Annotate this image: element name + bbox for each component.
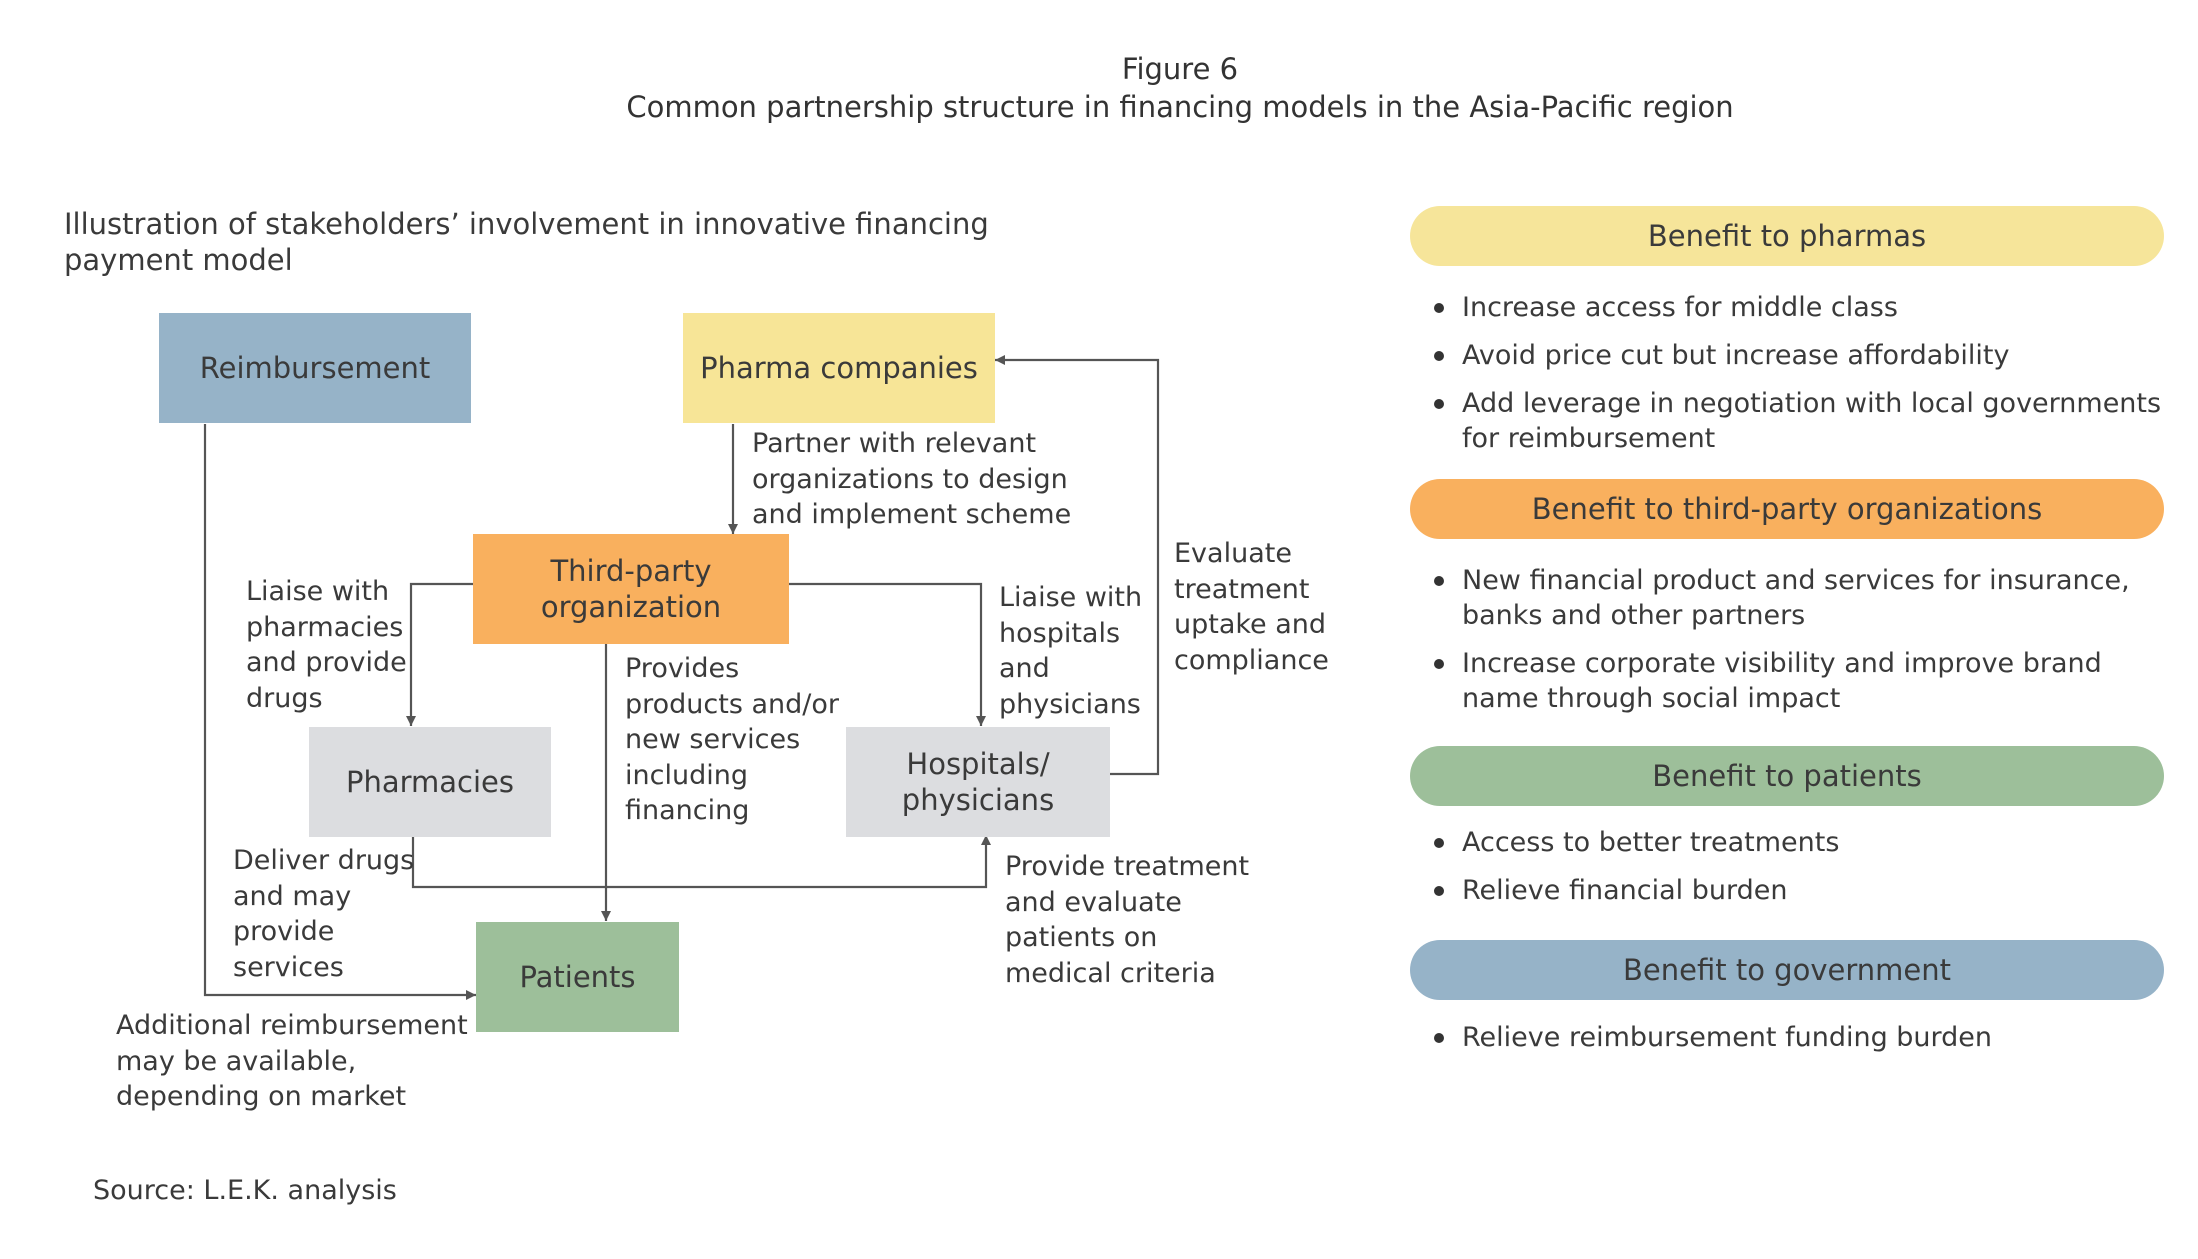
benefit-pharmas-list: Increase access for middle class Avoid p… bbox=[1434, 290, 2174, 469]
node-third-party-organization: Third-party organization bbox=[473, 534, 789, 644]
benefit-patients-header: Benefit to patients bbox=[1410, 746, 2164, 806]
figure-title: Common partnership structure in financin… bbox=[626, 90, 1734, 124]
note-additional-reimbursement: Additional reimbursement may be availabl… bbox=[116, 1010, 468, 1112]
benefit-patients-title: Benefit to patients bbox=[1652, 759, 1922, 793]
benefit-government-title: Benefit to government bbox=[1623, 953, 1951, 987]
connector-hospitals-pharma bbox=[995, 355, 1160, 776]
benefit-third-party-list: New financial product and services for i… bbox=[1434, 563, 2174, 729]
node-pharma-companies: Pharma companies bbox=[683, 313, 995, 423]
benefit-patients-list: Access to better treatments Relieve fina… bbox=[1434, 825, 2174, 921]
node-patients: Patients bbox=[476, 922, 679, 1032]
figure-number: Figure 6 bbox=[1121, 52, 1239, 86]
benefit-pharmas-title: Benefit to pharmas bbox=[1647, 219, 1927, 253]
note-deliver-drugs: Deliver drugs and may provide services bbox=[233, 845, 415, 983]
node-reimbursement: Reimbursement bbox=[159, 313, 471, 423]
note-provides: Provides products and/or new services in… bbox=[625, 653, 840, 826]
connector-pharmacies-hospitals bbox=[411, 835, 991, 889]
list-item: Relieve financial burden bbox=[1434, 873, 2174, 908]
list-item: Add leverage in negotiation with local g… bbox=[1434, 386, 2174, 456]
list-item: New financial product and services for i… bbox=[1434, 563, 2174, 633]
connector-thirdparty-hospitals bbox=[789, 582, 986, 726]
node-reimbursement-label: Reimbursement bbox=[199, 351, 431, 385]
node-hospitals-physicians: Hospitals/ physicians bbox=[846, 727, 1110, 837]
node-patients-label: Patients bbox=[519, 960, 636, 994]
benefit-third-party-header: Benefit to third-party organizations bbox=[1410, 479, 2164, 539]
node-hospitals-label: Hospitals/ physicians bbox=[901, 747, 1055, 817]
note-liaise-hospitals: Liaise with hospitals and physicians bbox=[999, 582, 1143, 720]
diagram-subtitle: Illustration of stakeholders’ involvemen… bbox=[64, 207, 989, 277]
list-item: Access to better treatments bbox=[1434, 825, 2174, 860]
node-third-party-label: Third-party organization bbox=[540, 554, 722, 624]
node-pharma-companies-label: Pharma companies bbox=[700, 351, 978, 385]
node-pharmacies-label: Pharmacies bbox=[345, 765, 515, 799]
note-evaluate: Evaluate treatment uptake and compliance bbox=[1174, 538, 1329, 676]
node-pharmacies: Pharmacies bbox=[309, 727, 551, 837]
benefit-government-list: Relieve reimbursement funding burden bbox=[1434, 1020, 2174, 1068]
list-item: Increase corporate visibility and improv… bbox=[1434, 646, 2174, 716]
benefit-government-header: Benefit to government bbox=[1410, 940, 2164, 1000]
list-item: Increase access for middle class bbox=[1434, 290, 2174, 325]
note-provide-treatment: Provide treatment and evaluate patients … bbox=[1005, 851, 1250, 989]
source-note: Source: L.E.K. analysis bbox=[93, 1175, 397, 1206]
connector-thirdparty-pharmacies bbox=[406, 582, 473, 726]
note-liaise-pharmacies: Liaise with pharmacies and provide drugs bbox=[246, 576, 407, 714]
benefit-third-party-title: Benefit to third-party organizations bbox=[1531, 492, 2043, 526]
connector-reimbursement-patients bbox=[203, 424, 476, 1000]
benefit-pharmas-header: Benefit to pharmas bbox=[1410, 206, 2164, 266]
list-item: Relieve reimbursement funding burden bbox=[1434, 1020, 2174, 1055]
list-item: Avoid price cut but increase affordabili… bbox=[1434, 338, 2174, 373]
note-partner: Partner with relevant organizations to d… bbox=[752, 428, 1072, 530]
